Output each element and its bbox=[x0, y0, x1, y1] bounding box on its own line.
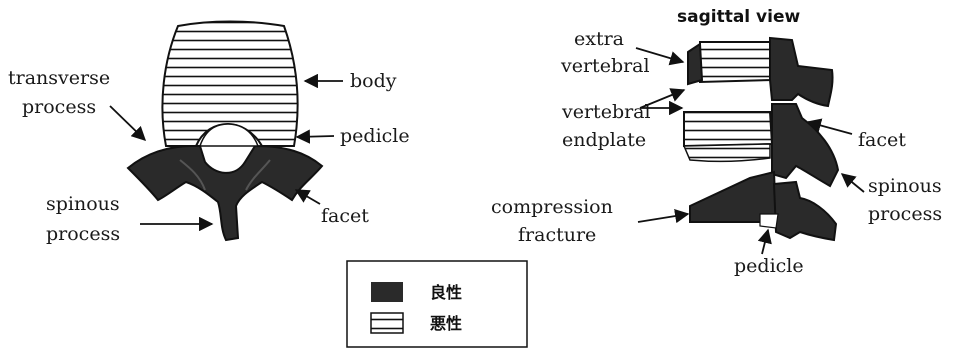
posterior-elements-shape bbox=[128, 146, 322, 240]
spinous-process-label-line1: spinous bbox=[46, 193, 120, 215]
spinous-process-label-line2: process bbox=[46, 223, 120, 245]
horizontal-stripes-swatch-icon bbox=[371, 313, 403, 333]
vertebral-endplate-label-line2: endplate bbox=[562, 129, 646, 151]
upper-posterior-element bbox=[770, 38, 833, 106]
pedicle-label: pedicle bbox=[340, 125, 410, 147]
sagittal-view bbox=[684, 38, 838, 240]
transverse-process-arrow bbox=[110, 106, 145, 140]
spinous-process-label-right-line1: spinous bbox=[868, 175, 942, 197]
pedicle-arrow-right bbox=[762, 230, 768, 254]
spinous-process-arrow-right bbox=[842, 174, 864, 192]
extra-vertebral-label-line1: extra bbox=[574, 28, 624, 50]
facet-label-right: facet bbox=[858, 129, 906, 151]
facet-label-left: facet bbox=[321, 205, 369, 227]
legend-label-benign: 良性 bbox=[430, 283, 462, 302]
axial-view bbox=[128, 22, 322, 241]
legend: 良性 悪性 bbox=[347, 261, 527, 347]
solid-dark-swatch-icon bbox=[371, 282, 403, 302]
body-label: body bbox=[350, 70, 397, 92]
transverse-process-label-line2: process bbox=[22, 96, 96, 118]
compression-fracture-label-line1: compression bbox=[491, 196, 613, 218]
middle-posterior-element bbox=[772, 104, 838, 186]
compression-fracture-arrow bbox=[638, 214, 688, 222]
facet-arrow-left bbox=[296, 190, 320, 204]
sagittal-view-title: sagittal view bbox=[677, 7, 800, 27]
extra-vertebral-label-line2: vertebral bbox=[560, 55, 650, 77]
upper-body-shape bbox=[700, 42, 772, 82]
lower-posterior-element bbox=[774, 182, 836, 240]
endplate-arrow-upper bbox=[640, 90, 684, 108]
transverse-process-label-line1: transverse bbox=[8, 67, 110, 89]
pedicle-arrow bbox=[297, 136, 334, 137]
spinous-process-label-right-line2: process bbox=[868, 203, 942, 225]
vertebral-endplate-label-line1: vertebral bbox=[561, 101, 651, 123]
legend-frame bbox=[347, 261, 527, 347]
pedicle-label-right: pedicle bbox=[734, 255, 804, 277]
compression-fracture-label-line2: fracture bbox=[518, 224, 596, 246]
extra-vertebral-mass bbox=[688, 44, 702, 84]
legend-label-malignant: 悪性 bbox=[430, 314, 462, 333]
middle-body-shape bbox=[684, 112, 772, 146]
